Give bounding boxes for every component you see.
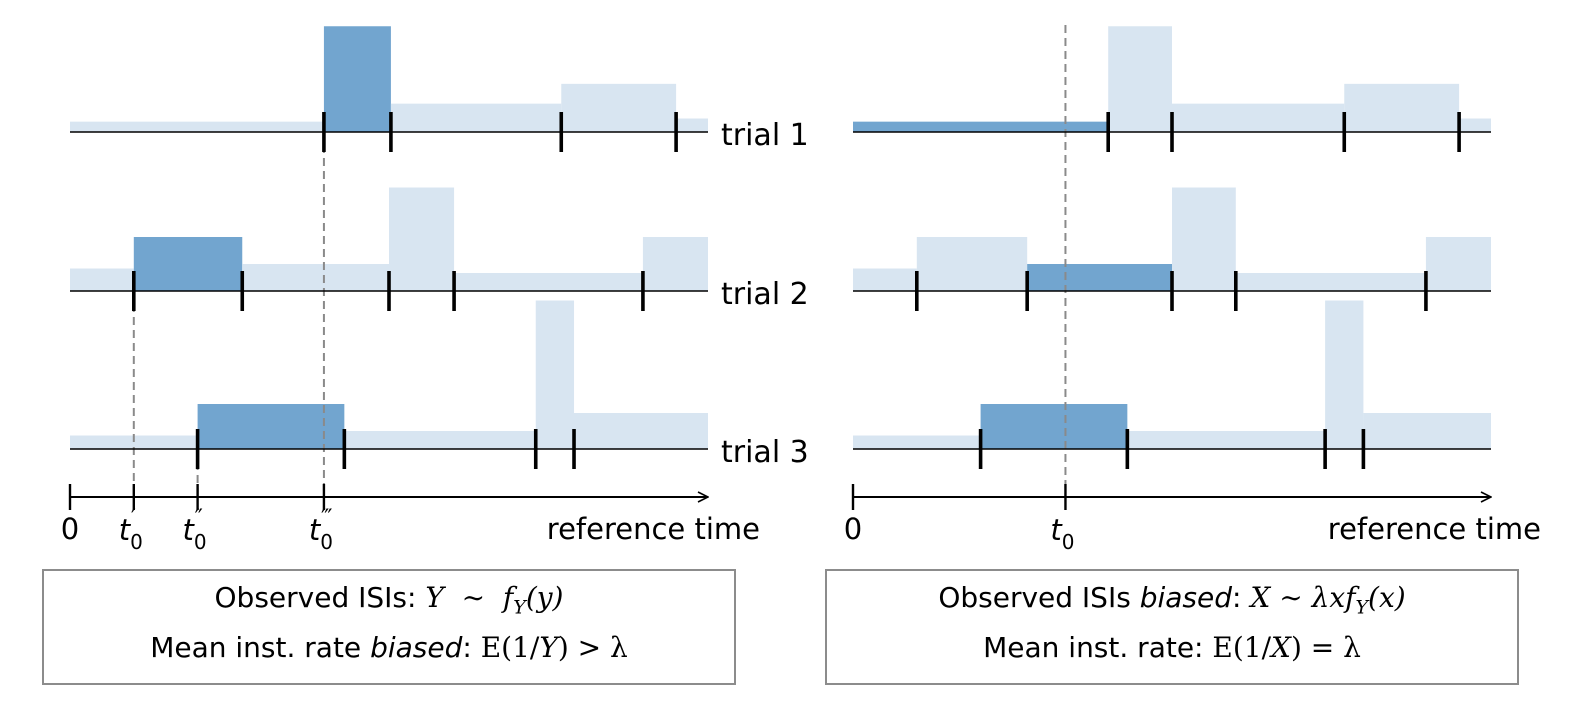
left-trial-2-observed-isi-bar [133,237,243,291]
left-reference-time-labels: t0′ t0″ t0‴ [119,506,333,554]
right-caption-colon: : [1232,581,1242,614]
left-spike-ticks [132,112,678,469]
right-caption-dist-sub: Y [1355,596,1369,619]
right-trial-1-observed-isi-bar [853,121,1109,132]
left-caption-dist-expr: Y ∼ f [425,581,514,614]
right-caption-box: Observed ISIs biased: X ∼ λxfY(x) Mean i… [825,569,1519,685]
right-trial-3-isi-bar [853,435,981,449]
right-caption-dist-arg: (x) [1368,581,1406,614]
trial-2-label: trial 2 [721,277,809,312]
left-reference-time-label: t0′ [119,506,143,554]
right-trial-3-isi-bar [1325,300,1364,449]
left-caption-E: E(1/ [480,630,540,664]
right-trial-2-isi-bar [1172,187,1236,291]
left-caption-line-2: Mean inst. rate biased: E(1/Y) > λ [44,628,734,668]
right-trial-3-observed-isi-bar [980,404,1128,449]
right-trial-2-isi-bar [1235,273,1426,291]
left-reference-time-label: t0‴ [309,506,333,554]
left-axis-zero: 0 [61,512,79,546]
right-caption-observed-isis: Observed ISIs [938,581,1131,614]
left-trial-2-isi-bar [70,268,134,291]
right-trial-3-isi-bar [1363,413,1491,449]
right-caption-line-1: Observed ISIs biased: X ∼ λxfY(x) [827,578,1517,628]
right-trial-1-isi-bar [1108,26,1172,132]
left-caption-dist-sub: Y [513,596,526,619]
left-trial-1-isi-bar [561,83,677,132]
right-axis-label: reference time [1328,512,1541,546]
right-reference-time-labels: t0 [1050,513,1074,554]
left-trial-3-isi-bar [70,435,198,449]
left-panel: trial 1 trial 2 trial 3 0 reference time… [61,26,809,554]
left-reference-time-label: t0″ [183,506,207,554]
right-reference-time-label: t0 [1050,513,1074,554]
left-trial-1-observed-isi-bar [323,26,391,132]
left-caption-var: Y [539,630,558,664]
right-trial-2-isi-bar [916,237,1028,291]
left-caption-distribution: Y ∼ fY(y) [425,581,564,619]
left-caption-rest: ) > λ [557,630,628,664]
left-axis-label: reference time [547,512,760,546]
right-axis-zero: 0 [844,512,862,546]
left-caption-box: Observed ISIs: Y ∼ fY(y) Mean inst. rate… [42,569,736,685]
left-trial-2-isi-bar [642,237,708,291]
right-caption-rest: ) = λ [1290,630,1361,664]
right-trial-3-isi-bar [1127,431,1326,449]
right-caption-mean-rate: Mean inst. rate: [983,630,1204,664]
left-caption-line-1: Observed ISIs: Y ∼ fY(y) [44,578,734,628]
trial-1-label: trial 1 [721,118,809,153]
right-panel: 0 reference time t0 [844,25,1541,554]
right-trial-bars [853,26,1491,449]
left-trial-3-observed-isi-bar [197,404,345,449]
left-axis-ticks [68,484,326,510]
left-trial-1-isi-bar [390,103,562,132]
left-caption-colon: : [462,630,472,664]
left-trial-2-isi-bar [454,273,643,291]
left-trial-3-isi-bar [344,431,536,449]
trial-3-label: trial 3 [721,435,809,470]
left-trial-2-isi-bar [242,264,389,291]
left-caption-biased: biased [370,630,463,664]
right-trial-2-observed-isi-bar [1027,264,1172,291]
right-spike-ticks [914,112,1461,469]
right-caption-expectation: E(1/X) = λ [1212,631,1361,664]
right-caption-dist-expr: X ∼ λxf [1250,581,1356,614]
left-trial-1-isi-bar [70,121,324,132]
right-trial-2-isi-bar [1425,237,1491,291]
left-caption-dist-arg: (y) [525,581,564,614]
right-caption-E: E(1/ [1212,630,1272,664]
left-trial-3-isi-bar [574,413,708,449]
left-trial-1-isi-bar [676,118,708,132]
left-trial-3-isi-bar [535,300,575,449]
left-trial-bars [70,26,708,449]
left-trial-2-isi-bar [389,187,455,291]
right-caption-line-2: Mean inst. rate: E(1/X) = λ [827,628,1517,668]
right-caption-distribution: X ∼ λxfY(x) [1250,581,1406,619]
right-caption-biased: biased [1139,581,1233,614]
left-caption-mean-rate: Mean inst. rate [150,630,362,664]
left-caption-observed-isis: Observed ISIs: [214,581,417,614]
right-trial-1-isi-bar [1459,118,1491,132]
right-caption-var: X [1271,630,1291,664]
right-trial-1-isi-bar [1344,83,1460,132]
right-trial-1-isi-bar [1172,103,1345,132]
right-axis-ticks [851,484,1067,510]
right-trial-2-isi-bar [853,268,917,291]
left-caption-expectation: E(1/Y) > λ [481,631,628,664]
